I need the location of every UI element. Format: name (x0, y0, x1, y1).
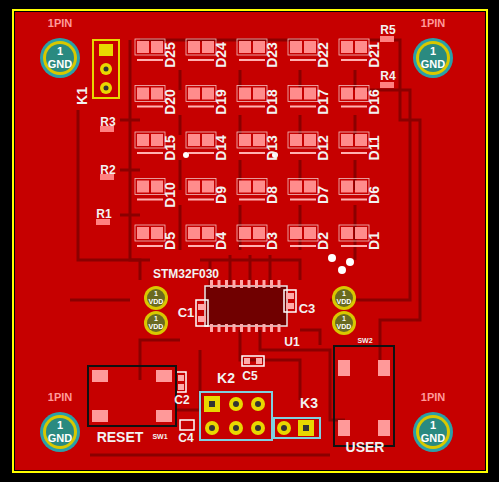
vdd-pad: 1VDD (331, 285, 357, 311)
led-designator: D10 (163, 182, 177, 208)
part-label: USER (346, 440, 385, 454)
pin-number: 1 (39, 420, 81, 431)
led-designator: D1 (367, 232, 381, 250)
mounting-hole: 1PIN1GND (39, 37, 81, 79)
part-label: U1 (284, 336, 299, 348)
pin-number: 1 (412, 420, 454, 431)
pin-heading: 1PIN (29, 392, 91, 403)
led-designator: D20 (163, 89, 177, 115)
part-label: K3 (300, 396, 318, 410)
led-designator: D14 (214, 135, 228, 161)
led-designator: D19 (214, 89, 228, 115)
led-designator: D16 (367, 89, 381, 115)
led-designator: D5 (163, 232, 177, 250)
led-designator: D15 (163, 135, 177, 161)
pin-heading: 1PIN (402, 18, 464, 29)
vdd-pad: 1VDD (143, 285, 169, 311)
led-designator: D2 (316, 232, 330, 250)
pin-number: 1 (39, 46, 81, 57)
led-designator: D17 (316, 89, 330, 115)
part-label: R3 (100, 116, 115, 128)
part-label: K1 (75, 87, 89, 105)
led-designator: D7 (316, 186, 330, 204)
pin-number: 1 (143, 290, 169, 297)
part-label: C4 (178, 432, 193, 444)
part-label: RESET (97, 430, 144, 444)
led-designator: D11 (367, 136, 381, 161)
part-label: C2 (174, 394, 189, 406)
mounting-hole: 1PIN1GND (412, 411, 454, 453)
net-name: VDD (139, 298, 173, 305)
part-label: R2 (100, 164, 115, 176)
led-designator: D24 (214, 42, 228, 68)
led-designator: D22 (316, 42, 330, 68)
pad-outline (39, 411, 81, 453)
part-label: R5 (380, 24, 395, 36)
part-label: SW2 (357, 337, 372, 344)
led-designator: D8 (265, 186, 279, 204)
led-designator: D4 (214, 232, 228, 250)
vdd-pad: 1VDD (143, 310, 169, 336)
pin-heading: 1PIN (29, 18, 91, 29)
part-label: R4 (380, 70, 395, 82)
led-designator: D12 (316, 135, 330, 161)
part-label: C1 (178, 306, 195, 319)
led-designator: D21 (367, 42, 381, 68)
vdd-pad: 1VDD (331, 310, 357, 336)
net-name: GND (412, 433, 454, 444)
part-label: STM32F030 (153, 268, 219, 280)
part-label: C5 (242, 370, 257, 382)
part-label: C3 (299, 302, 316, 315)
net-name: VDD (327, 323, 361, 330)
pad-outline (412, 37, 454, 79)
net-name: GND (412, 59, 454, 70)
led-designator: D25 (163, 42, 177, 68)
led-designator: D23 (265, 42, 279, 68)
part-label: R1 (96, 208, 111, 220)
mounting-hole: 1PIN1GND (412, 37, 454, 79)
net-name: VDD (327, 298, 361, 305)
part-label: K2 (217, 371, 235, 385)
led-designator: D9 (214, 186, 228, 204)
pin-number: 1 (331, 315, 357, 322)
pad-outline (39, 37, 81, 79)
net-name: VDD (139, 323, 173, 330)
pin-number: 1 (331, 290, 357, 297)
pin-number: 1 (143, 315, 169, 322)
led-designator: D13 (265, 135, 279, 161)
led-designator: D18 (265, 89, 279, 115)
led-designator: D3 (265, 232, 279, 250)
led-designator: D6 (367, 186, 381, 204)
part-label: SW1 (152, 433, 167, 440)
pin-number: 1 (412, 46, 454, 57)
mounting-hole: 1PIN1GND (39, 411, 81, 453)
pad-outline (412, 411, 454, 453)
net-name: GND (39, 433, 81, 444)
net-name: GND (39, 59, 81, 70)
pin-heading: 1PIN (402, 392, 464, 403)
